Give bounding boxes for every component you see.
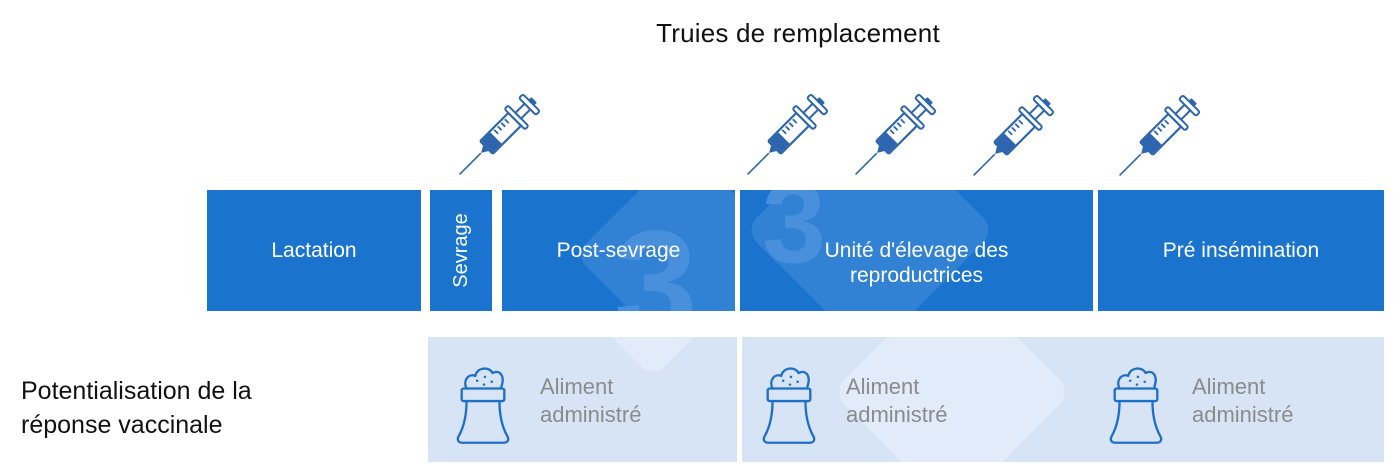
syringe-icon: [447, 77, 557, 187]
phase-unite-elevage: 3 Unité d'élevage des reproductrices: [740, 190, 1093, 311]
phase-label: Unité d'élevage des reproductrices: [824, 238, 1009, 287]
phase-label: Sevrage: [449, 213, 472, 288]
feed-label: Aliment administré: [1192, 374, 1294, 427]
feed-box-1: Aliment administré: [428, 337, 737, 462]
feed-box-2: Aliment administré Aliment administré: [742, 337, 1384, 462]
phase-sevrage: Sevrage: [430, 190, 492, 311]
phase-post-sevrage: 3 Post-sevrage: [502, 190, 735, 311]
watermark-diamond: [546, 337, 737, 379]
syringe-icon: [961, 78, 1071, 188]
syringe-icon: [735, 77, 845, 187]
feed-bag-icon: [758, 362, 820, 451]
phase-label: Lactation: [271, 239, 357, 262]
feed-label: Aliment administré: [846, 374, 948, 427]
phase-label: Post-sevrage: [556, 239, 681, 262]
feed-bag-icon: [1105, 362, 1167, 451]
phase-label: Pré insémination: [1162, 239, 1320, 262]
diagram-title: Truies de remplacement: [656, 18, 940, 48]
feed-label: Aliment administré: [540, 374, 642, 427]
feed-bag-icon: [452, 362, 514, 451]
potentiation-row-label: Potentialisation de la réponse vaccinale: [21, 377, 252, 439]
phase-pre-insemination: Pré insémination: [1098, 190, 1384, 311]
phase-lactation: Lactation: [207, 190, 421, 311]
syringe-icon: [843, 77, 953, 187]
syringe-icon: [1107, 78, 1217, 188]
